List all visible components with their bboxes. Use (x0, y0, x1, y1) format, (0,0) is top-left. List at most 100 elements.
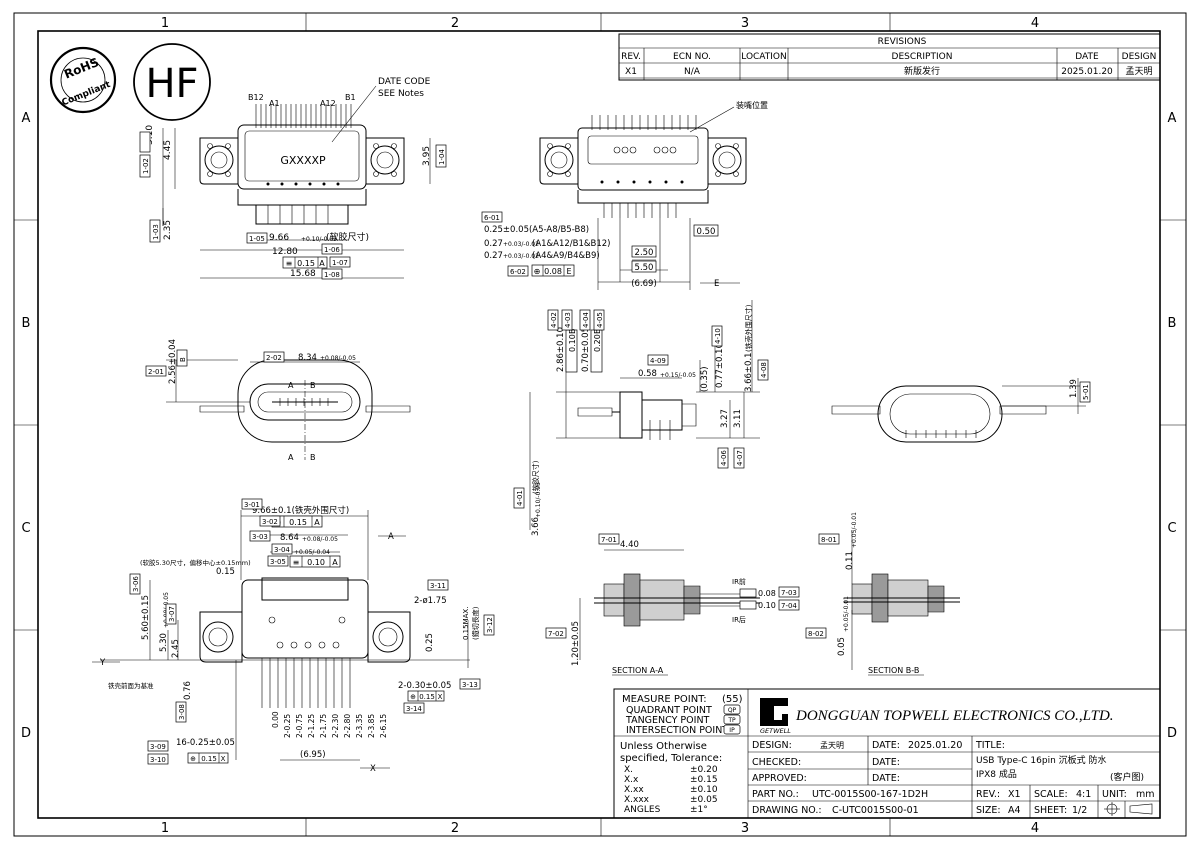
side-gdt-1-value: 0.10 (568, 334, 577, 352)
svg-text:⊕: ⊕ (534, 267, 541, 276)
dim-3-66-soft-tol: +0.10/-0.05 (535, 482, 542, 518)
company-sub: GETWELL (760, 727, 791, 735)
side-gdt-2: 0.20 B (590, 329, 603, 373)
row-label-b: B (22, 316, 31, 331)
tol-xx-label: X.x (624, 775, 639, 785)
bottom-gdt-1-ref: A (314, 518, 320, 527)
row-label-d-right: D (1167, 726, 1177, 741)
tolerance-line1: Unless Otherwise (620, 741, 707, 752)
base-note: 铁壳前面为基准 (108, 681, 154, 690)
col-label-4-bottom: 4 (1031, 821, 1039, 836)
tag-3-03: 3-03 (252, 533, 268, 541)
bottom-gdt-4: ⊕ 0.15 X (187, 752, 229, 764)
sheet-value: 1/2 (1072, 805, 1087, 816)
side-gdt-1: 0.10 B (565, 329, 578, 373)
tag-3-09: 3-09 (150, 743, 166, 751)
measure-count: (55) (722, 694, 743, 705)
dim-9-66-shell: 9.66±0.1(铁壳外围尺寸) (252, 505, 349, 516)
hf-text: HF (145, 61, 198, 107)
pitch-0-25: 2-0.25 (283, 714, 292, 738)
dim-a1-a12: 0.27 (484, 239, 503, 249)
offset-note: (软胶5.30尺寸，偏移中心±0.15mm) (140, 558, 251, 567)
dim-1-39: 1.39 (1069, 379, 1079, 398)
port-front-view: A B A B 2.56±0.04 8.34 +0.08/-0.05 B 2-0… (145, 339, 411, 462)
col-label-2: 2 (451, 16, 459, 31)
rohs-logo: RoHS Compliant (49, 46, 117, 114)
bottom-gdt-2-value: 0.10 (307, 558, 325, 567)
dim-0-58: 0.58 (638, 369, 657, 379)
svg-text:⊕: ⊕ (190, 755, 196, 763)
tag-4-01: 4-01 (516, 490, 524, 506)
part-label: PART NO.: (752, 789, 799, 800)
datum-x-label: X (370, 764, 376, 774)
tag-4-10: 4-10 (714, 328, 722, 344)
dim-8-64-tol: +0.08/-0.05 (302, 536, 338, 543)
rev-label: REV.: (976, 789, 1000, 800)
rev-value: X1 (625, 67, 637, 77)
dim-a4-a9: 0.27 (484, 251, 503, 261)
dim-a4-tol: +0.03/-0.02 (503, 253, 539, 260)
nozzle-position-label: 装嘴位置 (736, 100, 768, 110)
dim-0-11: 0.11 (845, 551, 855, 570)
approved-label: APPROVED: (752, 773, 807, 784)
scale-label: SCALE: (1034, 789, 1068, 800)
dim-5-30: 5.30 (159, 633, 169, 652)
dim-0-11-tol: +0.05/-0.01 (851, 512, 858, 548)
gdt-frame-top: ≡ 0.15 A (282, 256, 328, 269)
tag-4-04: 4-04 (582, 312, 590, 328)
tol-angles-label: ANGLES (624, 805, 661, 815)
date-value: 2025.01.20 (908, 740, 962, 751)
revisions-table: REVISIONS REV. ECN NO. LOCATION DESCRIPT… (618, 33, 1161, 81)
description-value: 新版发行 (904, 65, 940, 77)
tol-x-value: ±0.20 (690, 765, 718, 775)
bottom-gdt-2: ≡ 0.10 A (289, 555, 341, 568)
section-a-label-bottom: A (288, 453, 294, 462)
flatness-2: 0.10 (758, 601, 776, 610)
sheet-label: SHEET: (1034, 805, 1067, 816)
date-value: 2025.01.20 (1061, 67, 1113, 77)
section-b-b-title: SECTION B-B (868, 666, 919, 675)
drawing-label: DRAWING NO.: (752, 805, 822, 816)
measure-tp: TP (727, 717, 736, 724)
pin-b1: B1 (345, 93, 356, 102)
title-label: TITLE: (975, 740, 1005, 751)
tag-8-01: 8-01 (821, 536, 837, 544)
dim-0-35: (0.35) (700, 366, 710, 392)
dim-9-66-note: (软胶尺寸) (326, 231, 369, 243)
marking-text: GXXXXP (280, 154, 326, 167)
tag-7-03: 7-03 (781, 589, 797, 597)
left-ear (199, 137, 239, 185)
datum-a-label: A (388, 532, 394, 542)
row-label-a-right: A (1168, 111, 1177, 126)
dim-4-40: 4.40 (620, 540, 639, 550)
tag-6-02: 6-02 (510, 268, 526, 276)
tag-4-03: 4-03 (564, 312, 572, 328)
pitch-3-85: 2-3.85 (367, 714, 376, 738)
pitch-1-75: 2-1.75 (319, 714, 328, 738)
dim-a5-a8: 0.25±0.05(A5-A8/B5-B8) (484, 225, 589, 235)
tag-4-02: 4-02 (550, 312, 558, 328)
dim-3-66-soft: 3.66 (531, 517, 541, 536)
pitch-6-15: 2-6.15 (379, 714, 388, 738)
design-value: 孟天明 (820, 740, 844, 750)
see-notes-label: SEE Notes (378, 89, 424, 99)
size-label: SIZE: (976, 805, 1001, 816)
front-right-ear (707, 137, 747, 185)
side-gdt-2-ref: B (593, 329, 602, 335)
dim-2-0-30: 2-0.30±0.05 (398, 681, 451, 691)
tag-4-07: 4-07 (736, 450, 744, 466)
row-label-c-right: C (1167, 521, 1176, 536)
dim-8-34-tol: +0.08/-0.05 (320, 355, 356, 362)
drawing-value: C-UTC0015S00-01 (832, 805, 919, 816)
company-logo (760, 698, 788, 726)
date-header: DATE (1075, 52, 1099, 62)
tag-6-01: 6-01 (484, 214, 500, 222)
gdt-value: 0.15 (297, 259, 315, 268)
dim-a1-note: (A1&A12/B1&B12) (532, 239, 611, 249)
bottom-view: 9.66±0.1(铁壳外围尺寸) ≡ 0.15 A 8.64 +0.08/-0.… (92, 498, 495, 774)
bottom-gdt-1-value: 0.15 (289, 518, 307, 527)
col-label-3: 3 (741, 16, 749, 31)
tag-2-02: 2-02 (266, 354, 282, 362)
front-gdt-value: 0.08 (544, 267, 562, 276)
side-gdt-2-value: 0.20 (593, 334, 602, 352)
